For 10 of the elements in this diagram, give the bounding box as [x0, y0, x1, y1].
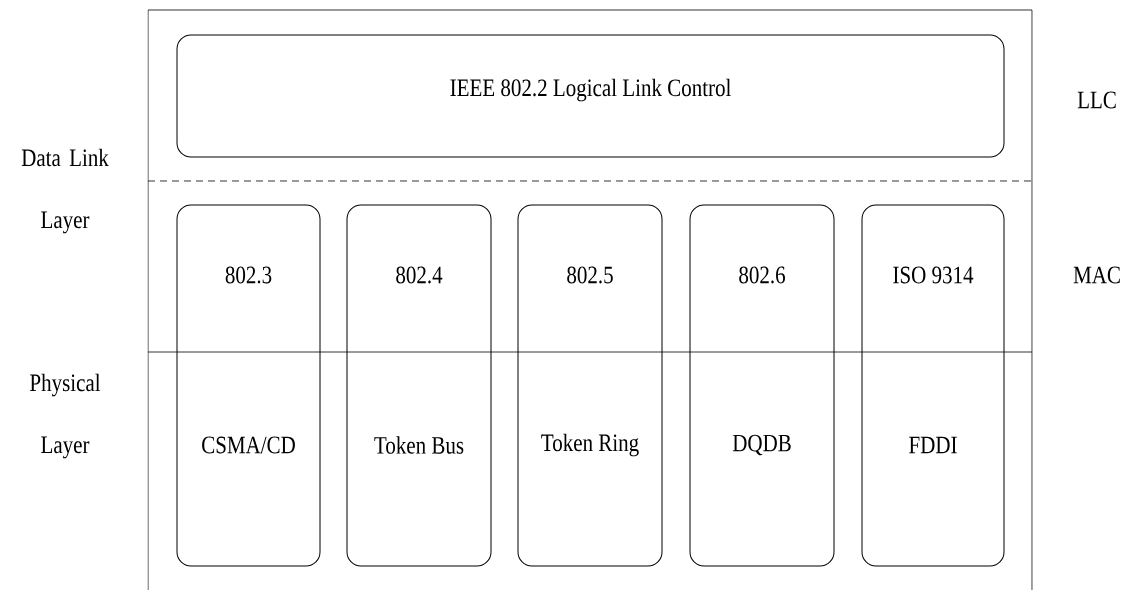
- column-box: ISO 9314 FDDI: [861, 204, 1005, 567]
- sublayer-label: MAC: [1073, 266, 1120, 284]
- column-box: 802.5 Token Ring: [517, 204, 663, 567]
- layer-label: Physical Layer: [30, 373, 101, 459]
- column-box: 802.3 CSMA/CD: [176, 204, 321, 567]
- layer-label: Data Link Layer: [21, 148, 109, 234]
- sublayer-label: LLC: [1077, 91, 1116, 109]
- protocol-box: IEEE 802.2 Logical Link Control: [176, 34, 1005, 158]
- column-box: 802.4 Token Bus: [346, 204, 492, 567]
- column-box: 802.6 DQDB: [689, 204, 835, 567]
